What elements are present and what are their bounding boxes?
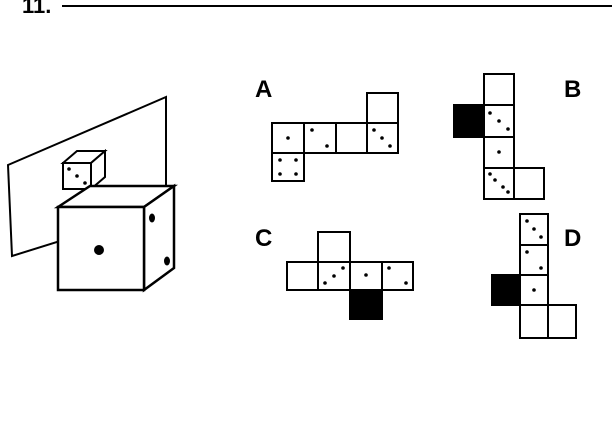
net-face-shaded bbox=[453, 104, 485, 138]
net-face-shaded bbox=[349, 289, 383, 320]
pip bbox=[310, 128, 314, 132]
net-face bbox=[519, 213, 549, 246]
pip bbox=[294, 172, 298, 176]
pip bbox=[164, 256, 170, 266]
pip bbox=[488, 172, 492, 176]
net-face bbox=[483, 167, 515, 200]
pip bbox=[532, 227, 536, 231]
pip bbox=[341, 266, 345, 270]
pip bbox=[94, 245, 104, 255]
large-die bbox=[53, 183, 178, 293]
pip bbox=[286, 136, 290, 140]
pip bbox=[404, 281, 408, 285]
option-d-label: D bbox=[564, 225, 581, 252]
net-face bbox=[271, 152, 305, 182]
net-face bbox=[286, 261, 319, 291]
option-b-label: B bbox=[564, 76, 581, 103]
pip bbox=[278, 172, 282, 176]
net-face bbox=[335, 122, 368, 154]
pip bbox=[67, 167, 71, 171]
pip bbox=[364, 273, 368, 277]
pip bbox=[294, 158, 298, 162]
pip bbox=[539, 235, 543, 239]
pip bbox=[75, 174, 79, 178]
pip bbox=[497, 150, 501, 154]
pip bbox=[380, 136, 384, 140]
option-c-label: C bbox=[255, 225, 272, 252]
reflected-die bbox=[60, 148, 108, 192]
pip bbox=[532, 288, 536, 292]
pip bbox=[501, 185, 505, 189]
question-header: 11. bbox=[22, 0, 612, 18]
net-face-shaded bbox=[491, 274, 521, 306]
option-b-net[interactable]: B bbox=[453, 73, 581, 200]
pip bbox=[278, 158, 282, 162]
net-face bbox=[547, 304, 577, 339]
pip bbox=[372, 128, 376, 132]
option-a-label: A bbox=[255, 76, 272, 103]
option-a-net[interactable]: A bbox=[255, 76, 399, 182]
pip bbox=[493, 178, 497, 182]
pip bbox=[497, 119, 501, 123]
pip bbox=[388, 144, 392, 148]
pip bbox=[488, 111, 492, 115]
option-d-net[interactable]: D bbox=[491, 213, 581, 339]
pip bbox=[525, 250, 529, 254]
pip bbox=[506, 127, 510, 131]
pip bbox=[149, 213, 155, 223]
pip bbox=[323, 281, 327, 285]
pip bbox=[525, 219, 529, 223]
option-c-net[interactable]: C bbox=[255, 225, 414, 320]
question-number: 11. bbox=[22, 0, 51, 18]
net-face bbox=[483, 73, 515, 106]
net-face bbox=[303, 122, 337, 154]
net-face bbox=[519, 244, 549, 276]
pip bbox=[387, 266, 391, 270]
pip bbox=[83, 181, 87, 185]
net-face bbox=[519, 304, 549, 339]
net-face bbox=[513, 167, 545, 200]
net-face bbox=[317, 231, 351, 263]
net-face bbox=[366, 92, 399, 124]
pip bbox=[325, 144, 329, 148]
pip bbox=[332, 274, 336, 278]
pip bbox=[539, 266, 543, 270]
pip bbox=[506, 190, 510, 194]
net-face bbox=[381, 261, 414, 291]
